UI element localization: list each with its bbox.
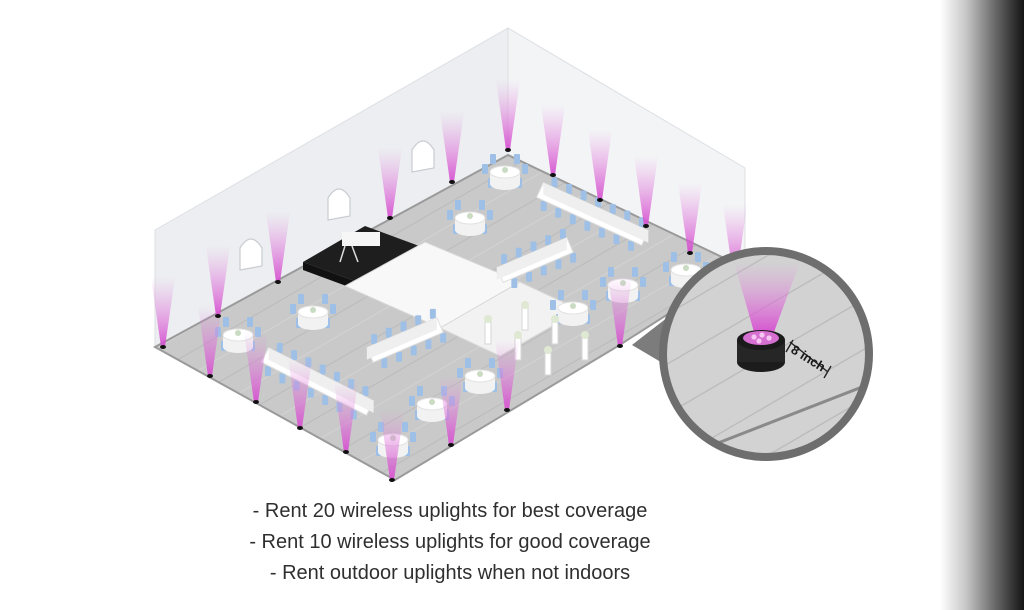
banquet-table: [366, 308, 447, 369]
uplight-beam: [334, 382, 358, 454]
uplight-beam: [440, 112, 464, 184]
uplight-beam: [151, 277, 175, 349]
callout-floor-edge: [699, 378, 869, 452]
uplight-beam: [678, 183, 702, 255]
banquet-table: [536, 177, 649, 251]
uplight-beam: [634, 156, 658, 228]
uplight-beam: [288, 358, 312, 430]
flower-pedestal: [484, 315, 492, 345]
uplight-beam: [439, 375, 463, 447]
uplight-beam: [266, 212, 290, 284]
caption-line: - Rent outdoor uplights when not indoors: [269, 562, 631, 584]
flower-pedestal: [544, 346, 552, 376]
uplight-beam: [541, 105, 565, 177]
window-icon: [239, 140, 435, 271]
uplight-beam: [380, 410, 404, 482]
flower-pedestal: [521, 301, 529, 331]
round-table: [550, 290, 596, 326]
flower-pedestal: [581, 331, 589, 361]
uplight-beam: [495, 340, 519, 412]
uplight-beam: [588, 130, 612, 202]
callout-beam: [734, 262, 800, 332]
uplight-beam: [608, 276, 632, 348]
uplight-beam: [244, 332, 268, 404]
round-table: [290, 294, 336, 330]
caption-list: - Rent 20 wireless uplights for best cov…: [200, 496, 700, 589]
uplight-beam: [206, 246, 230, 318]
banquet-table: [496, 228, 577, 289]
caption-line: - Rent 10 wireless uplights for good cov…: [249, 531, 651, 553]
round-table: [663, 252, 709, 288]
round-table: [447, 200, 493, 236]
flower-pedestal: [514, 331, 522, 361]
uplight-beam: [378, 148, 402, 220]
flower-pedestal: [551, 315, 559, 345]
uplight-fixture-icon: [737, 330, 785, 372]
caption-line: - Rent 20 wireless uplights for best cov…: [252, 500, 648, 522]
round-table: [482, 154, 528, 190]
right-edge-shadow: [940, 0, 1024, 610]
uplight-beam: [198, 306, 222, 378]
uplight-beam: [496, 80, 520, 152]
round-table: [457, 358, 503, 394]
uplight-beams-layer: [151, 80, 747, 482]
dimension-marker: [785, 339, 832, 379]
